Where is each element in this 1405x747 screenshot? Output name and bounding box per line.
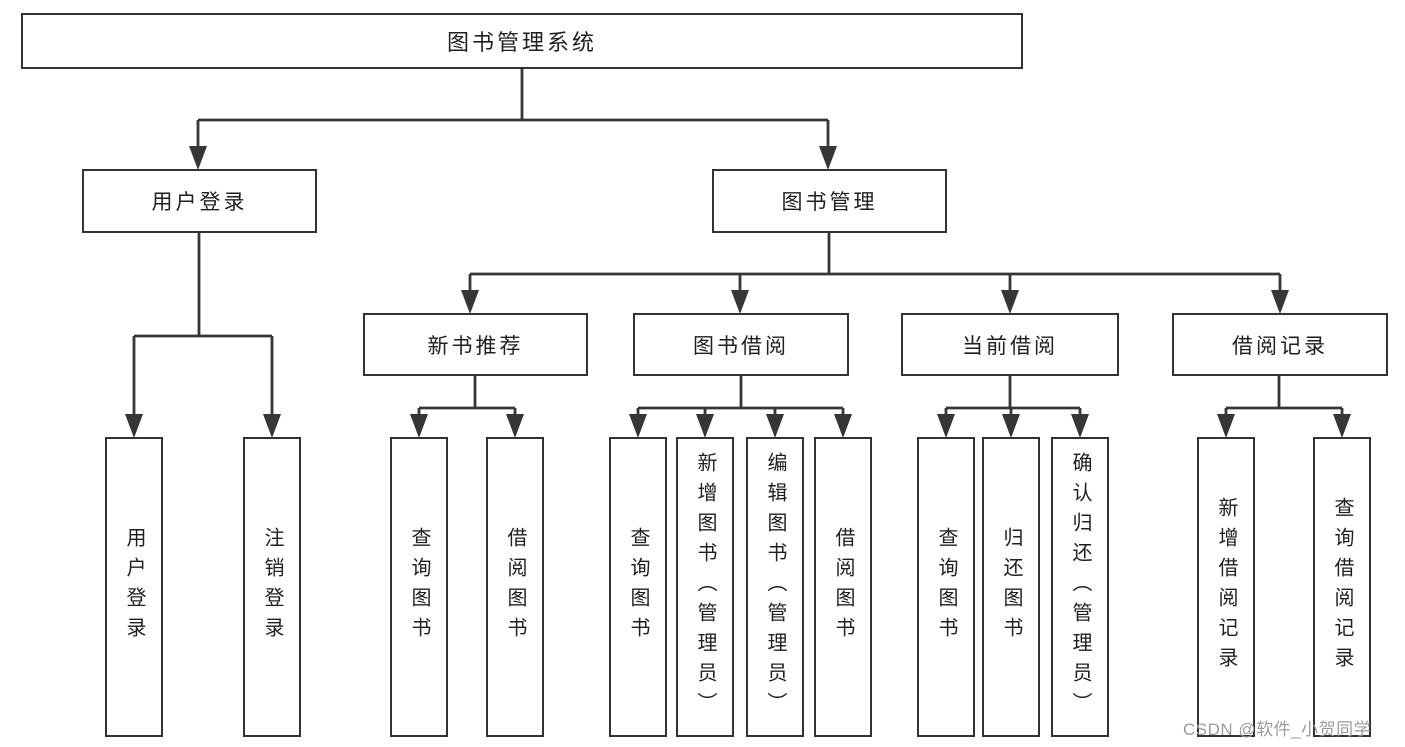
node-label: 图书借阅 [693,334,789,358]
csdn-watermark: CSDN @软件_小贺同学 [1183,720,1372,739]
node-label: 新增图书（管理员） [694,452,716,722]
leaf-newbook-borrow: 借阅图书 [486,437,544,737]
leaf-newbook-query: 查询图书 [390,437,448,737]
leaf-user-login: 用户登录 [105,437,163,737]
node-label: 查询图书 [935,527,957,647]
node-label: 归还图书 [1000,527,1022,647]
node-borrowing-records: 借阅记录 [1172,313,1388,376]
node-new-book-recommend: 新书推荐 [363,313,588,376]
node-label: 当前借阅 [962,334,1058,358]
node-label: 借阅记录 [1232,334,1328,358]
node-label: 借阅图书 [832,527,854,647]
node-user-login: 用户登录 [82,169,317,233]
node-label: 注销登录 [261,527,283,647]
leaf-borrowing-edit-admin: 编辑图书（管理员） [746,437,804,737]
node-label: 编辑图书（管理员） [764,452,786,722]
leaf-records-add: 新增借阅记录 [1197,437,1255,737]
node-book-borrowing: 图书借阅 [633,313,849,376]
leaf-borrowing-borrow: 借阅图书 [814,437,872,737]
leaf-current-return: 归还图书 [982,437,1040,737]
node-book-management: 图书管理 [712,169,947,233]
node-label: 图书管理系统 [446,30,597,55]
node-label: 查询图书 [627,527,649,647]
node-label: 查询借阅记录 [1331,497,1353,677]
node-label: 图书管理 [781,191,878,214]
node-label: 新增借阅记录 [1215,497,1237,677]
node-label: 用户登录 [123,527,145,647]
node-label: 用户登录 [151,191,248,214]
node-label: 查询图书 [408,527,430,647]
leaf-records-query: 查询借阅记录 [1313,437,1371,737]
node-label: 确认归还（管理员） [1069,452,1091,722]
leaf-current-confirm-admin: 确认归还（管理员） [1051,437,1109,737]
node-system-root: 图书管理系统 [21,13,1023,69]
leaf-borrowing-add-admin: 新增图书（管理员） [676,437,734,737]
leaf-current-query: 查询图书 [917,437,975,737]
leaf-borrowing-query: 查询图书 [609,437,667,737]
node-label: 借阅图书 [504,527,526,647]
node-current-borrowing: 当前借阅 [901,313,1119,376]
node-label: 新书推荐 [427,334,524,358]
leaf-logout: 注销登录 [243,437,301,737]
